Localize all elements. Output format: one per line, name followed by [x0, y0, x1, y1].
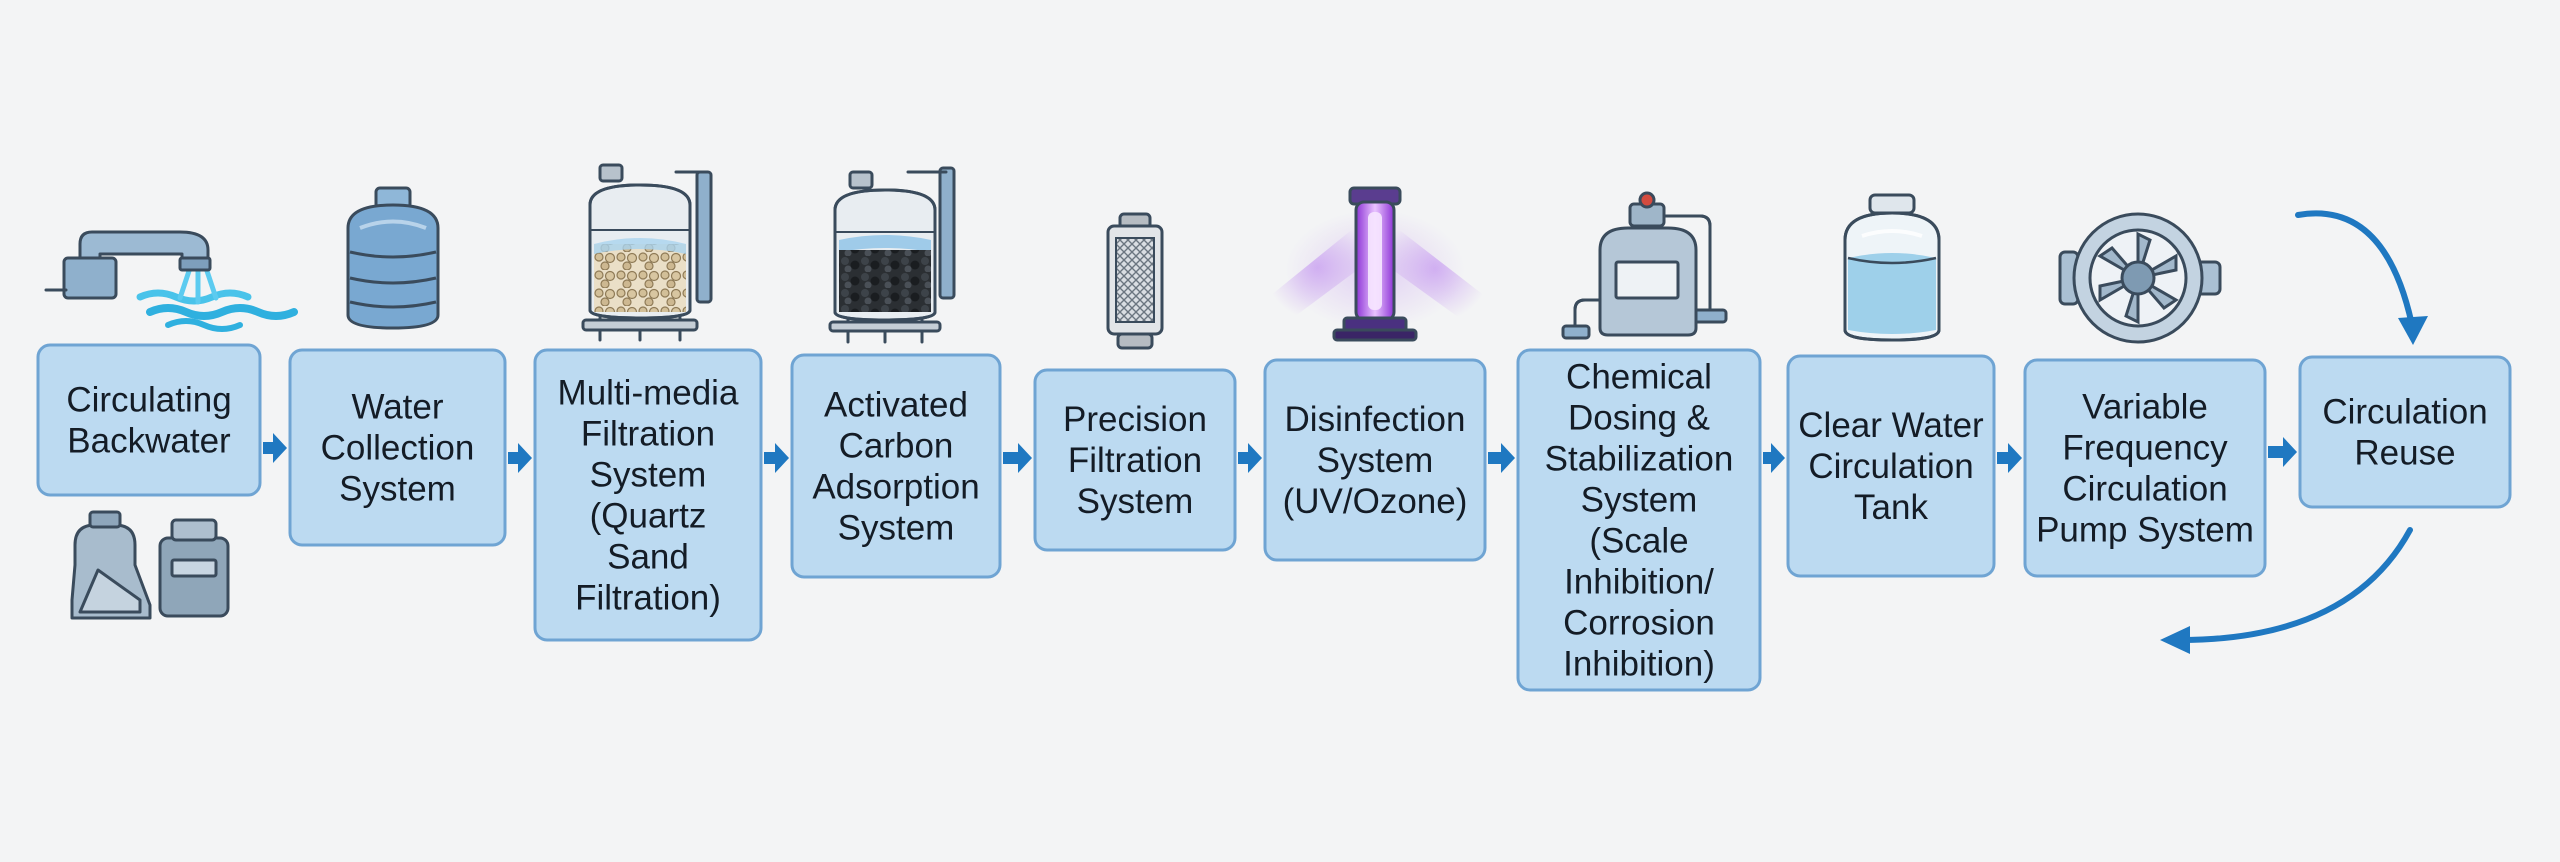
step-label-line: Multi-media: [558, 374, 739, 413]
step-label-line: System: [1077, 482, 1194, 521]
clear-water-tank-icon: [1843, 193, 1941, 342]
step-label-line: Clear Water: [1798, 406, 1984, 445]
step-label-line: Adsorption: [812, 468, 979, 507]
step-label-line: Water: [351, 388, 443, 427]
step-label-line: System: [838, 509, 955, 548]
carbon-filter-icon: [828, 166, 956, 344]
step-label-line: Filtration): [575, 579, 721, 618]
step-label-line: (Scale: [1589, 522, 1688, 561]
step-label-line: Variable: [2082, 388, 2208, 427]
step-label-line: Chemical: [1566, 358, 1712, 397]
step-label-line: Carbon: [839, 427, 954, 466]
step-label-line: Circulating: [66, 381, 231, 420]
step-box: [1033, 368, 1237, 552]
step-label-line: Precision: [1063, 400, 1207, 439]
flow-arrow: [1003, 443, 1032, 473]
step-label-line: Pump System: [2036, 511, 2254, 550]
sand-filter-icon: [581, 163, 713, 342]
step-label-line: Tank: [1854, 488, 1928, 527]
step-label-line: Backwater: [67, 422, 231, 461]
step-label-line: Reuse: [2354, 434, 2455, 473]
flow-arrow: [1488, 443, 1515, 473]
appliances-icon: [70, 510, 230, 620]
step-box: [1786, 354, 1996, 578]
step-label-line: Circulation: [2062, 470, 2227, 509]
step-box: [2023, 358, 2267, 578]
step-box: [790, 353, 1002, 579]
step-label-line: Collection: [321, 429, 475, 468]
step-label-line: System: [1581, 481, 1698, 520]
step-box: [36, 343, 262, 497]
step-label-line: Sand: [607, 538, 689, 577]
flow-arrow: [1763, 443, 1785, 473]
step-box: [288, 348, 507, 547]
flow-arrow: [2268, 437, 2297, 467]
storage-tank-icon: [346, 186, 440, 330]
step-label-line: Dosing &: [1568, 399, 1710, 438]
step-box: [533, 348, 763, 642]
step-label-line: Inhibition/: [1564, 563, 1714, 602]
pump-icon: [2058, 212, 2222, 344]
step-label-line: System: [590, 456, 707, 495]
step-label-line: (UV/Ozone): [1283, 482, 1468, 521]
step-label-line: Filtration: [1068, 441, 1202, 480]
flow-arrow: [1997, 443, 2022, 473]
step-label-line: Stabilization: [1545, 440, 1734, 479]
step-label-line: Filtration: [581, 415, 715, 454]
dosing-tank-icon: [1561, 191, 1728, 340]
step-label-line: Disinfection: [1285, 400, 1466, 439]
step-label-line: System: [339, 470, 456, 509]
flow-arrow: [1238, 443, 1262, 473]
step-label-line: Circulation: [2322, 393, 2487, 432]
recirculation-arrows-icon: [2160, 210, 2428, 654]
step-label-line: Activated: [824, 386, 968, 425]
step-box: [1263, 358, 1487, 562]
step-box: [1516, 348, 1762, 692]
step-label-line: Frequency: [2062, 429, 2228, 468]
step-label-line: (Quartz: [590, 497, 707, 536]
flow-arrow: [263, 433, 287, 463]
flow-arrow: [508, 443, 532, 473]
faucet-water-icon: [44, 230, 298, 332]
step-box: [2298, 355, 2512, 509]
step-label-line: Corrosion: [1563, 604, 1715, 643]
flow-arrow: [764, 443, 789, 473]
cartridge-filter-icon: [1106, 212, 1164, 350]
step-label-line: Inhibition): [1563, 645, 1715, 684]
step-label-line: Circulation: [1808, 447, 1973, 486]
icons-layer: [44, 163, 2428, 654]
step-label-line: System: [1317, 441, 1434, 480]
uv-lamp-icon: [1265, 186, 1490, 342]
flow-arrows: [263, 433, 2297, 473]
